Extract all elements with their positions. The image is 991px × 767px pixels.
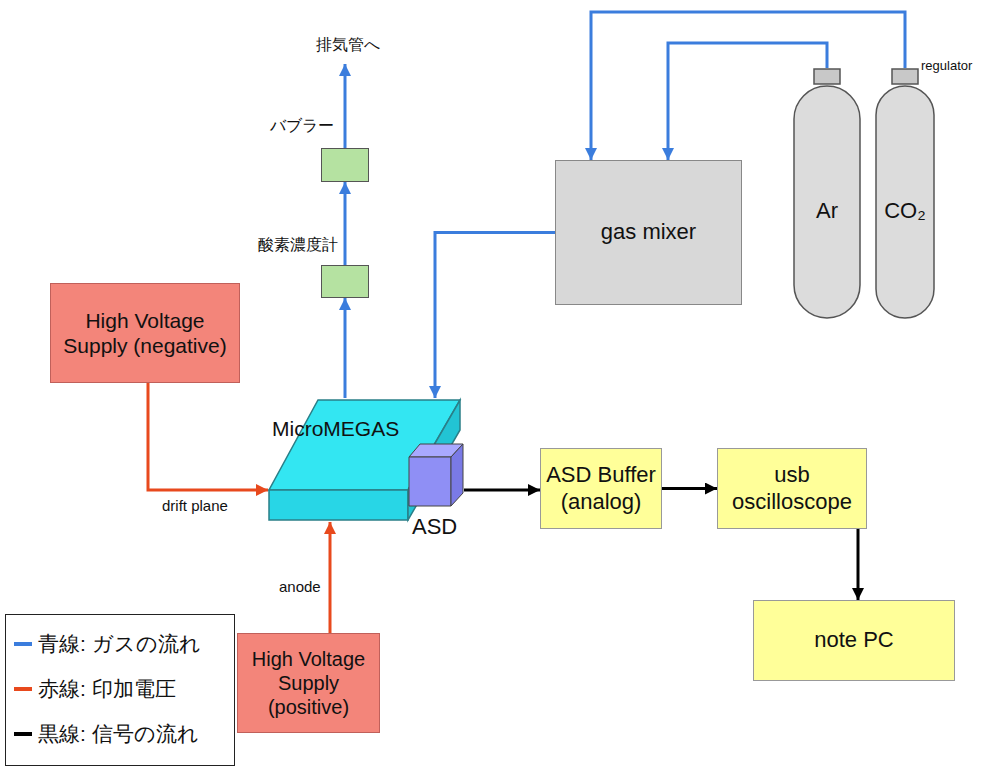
device-label: バブラー <box>270 116 334 137</box>
box-label: ASD Buffer (analog) <box>545 462 657 515</box>
gas-name: CO₂ <box>875 198 935 224</box>
connector-line <box>329 522 332 633</box>
edge-label: anode <box>277 578 323 595</box>
cylinder-body <box>794 86 860 318</box>
legend-text: 赤線: 印加電圧 <box>38 675 176 703</box>
legend-row: 青線: ガスの流れ <box>14 621 226 666</box>
asd-shape <box>408 443 464 507</box>
regulator-symbol <box>892 69 918 84</box>
connector-line <box>662 487 717 490</box>
legend-swatch <box>14 687 32 691</box>
legend-box: 青線: ガスの流れ赤線: 印加電圧黒線: 信号の流れ <box>5 614 235 766</box>
process-box: ASD Buffer (analog) <box>540 448 662 529</box>
box-label: note PC <box>814 627 894 653</box>
asd-board: ASD <box>408 443 464 507</box>
cylinder-shape <box>875 68 935 320</box>
connector-line <box>464 489 540 492</box>
cylinder-body <box>876 86 934 318</box>
legend-text: 黒線: 信号の流れ <box>38 720 199 748</box>
connector-line <box>344 298 347 398</box>
legend-row: 黒線: 信号の流れ <box>14 711 226 756</box>
gas-mixer-box: gas mixer <box>555 160 742 305</box>
cylinder-shape <box>793 68 861 320</box>
gas-name: Ar <box>793 198 861 224</box>
asd-label: ASD <box>412 514 457 540</box>
box-label: High Voltage Supply (negative) <box>55 308 235 358</box>
detector-label: MicroMEGAS <box>272 417 399 441</box>
regulator-label: regulator <box>921 58 972 73</box>
legend-swatch <box>14 732 32 736</box>
legend-row: 赤線: 印加電圧 <box>14 666 226 711</box>
legend-text: 青線: ガスの流れ <box>38 630 201 658</box>
box-label: High Voltage Supply (positive) <box>242 647 375 719</box>
connector-line <box>148 383 268 490</box>
gas-cylinder: Ar <box>793 68 861 320</box>
exhaust-arrow <box>344 64 347 148</box>
bubbler-box: バブラー <box>321 148 369 182</box>
gas-cylinder: CO₂ <box>875 68 935 320</box>
edge-label: drift plane <box>160 497 230 514</box>
regulator-symbol <box>814 69 840 84</box>
connector-line <box>344 182 347 265</box>
connector-line <box>857 529 860 600</box>
box-label: usb oscilloscope <box>722 462 862 515</box>
process-box: note PC <box>753 600 955 681</box>
connector-line <box>435 233 555 399</box>
device-label: 酸素濃度計 <box>258 235 338 256</box>
asd-front-face <box>409 457 451 506</box>
process-box: usb oscilloscope <box>717 448 867 529</box>
oxygen-meter-box: 酸素濃度計 <box>321 265 369 298</box>
box-label: gas mixer <box>601 219 696 245</box>
legend-swatch <box>14 642 32 646</box>
hv-supply-box: High Voltage Supply (positive) <box>237 633 380 733</box>
exhaust-label: 排気管へ <box>316 35 380 56</box>
detector-front-face <box>269 490 408 520</box>
asd-side-face <box>451 444 463 506</box>
hv-supply-box: High Voltage Supply (negative) <box>50 283 240 383</box>
